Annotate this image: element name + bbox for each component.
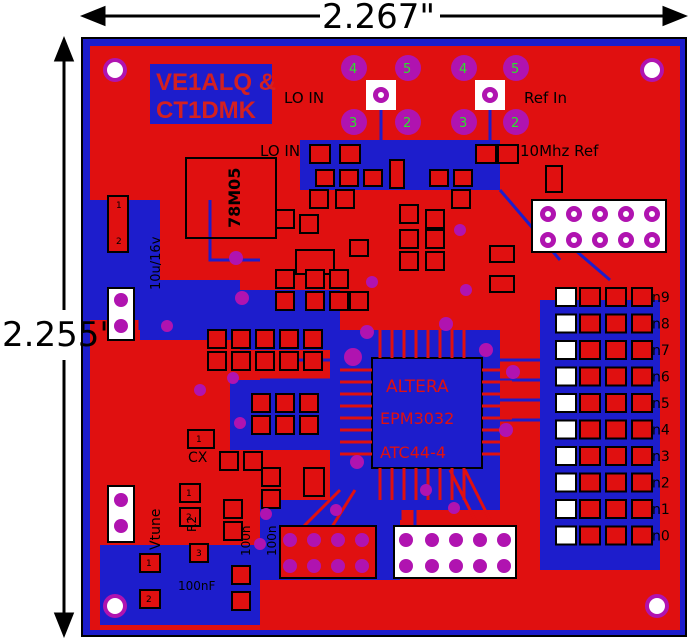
dip-switch-row: n9 xyxy=(555,287,670,307)
vtune-label: Vtune xyxy=(148,509,164,550)
dip-switch-row: n8 xyxy=(555,313,670,334)
r2-label: R2 xyxy=(185,516,199,532)
row-label: n4 xyxy=(652,423,670,439)
mounting-holes xyxy=(103,58,669,618)
svg-text:3: 3 xyxy=(196,549,202,559)
lo-in-sma: 4 5 3 2 xyxy=(341,55,421,135)
svg-text:5: 5 xyxy=(511,62,519,77)
row-label: n2 xyxy=(652,476,670,492)
c-label: 100n xyxy=(265,525,279,556)
smd-pad-numbers: 1 2 1 1 2 3 1 2 xyxy=(116,201,202,605)
row-label: n9 xyxy=(652,290,670,306)
svg-text:1: 1 xyxy=(146,559,152,569)
dip-switch-row: n6 xyxy=(555,366,670,387)
lo-in-conn-label: LO IN xyxy=(260,142,300,160)
dip-switch-row: n5 xyxy=(555,393,670,413)
chip-line-1: ALTERA xyxy=(386,377,449,397)
svg-text:4: 4 xyxy=(459,62,467,77)
dip-switch-row: n3 xyxy=(555,446,670,466)
dip-switch-rows: n9 n8 n7 n6 n5 n4 n3 n2 n1 n0 xyxy=(555,287,670,546)
bottom-headers xyxy=(279,525,517,579)
svg-text:1: 1 xyxy=(186,489,192,499)
regulator-outline xyxy=(185,157,277,239)
svg-text:2: 2 xyxy=(186,513,192,523)
cap-10u-label: 10u/16v xyxy=(149,236,164,290)
ref-in-sma: 4 5 3 2 xyxy=(451,55,529,135)
lo-in-label: LO IN xyxy=(284,89,324,107)
title-line-1: VE1ALQ & xyxy=(156,69,276,96)
svg-text:3: 3 xyxy=(459,116,467,131)
ref-in-label: Ref In xyxy=(524,89,567,107)
l1-label: 100nF xyxy=(178,579,216,593)
dip-switch-row: n4 xyxy=(555,419,670,440)
svg-text:5: 5 xyxy=(403,62,411,77)
svg-text:1: 1 xyxy=(196,435,202,445)
height-dimension-label: 2.255" xyxy=(2,315,115,355)
row-label: n5 xyxy=(652,396,670,412)
dip-switch-row: n7 xyxy=(555,340,670,360)
dip-switch-row: n1 xyxy=(555,499,670,519)
cpld-pins xyxy=(340,330,512,500)
svg-text:4: 4 xyxy=(349,62,357,77)
svg-text:2: 2 xyxy=(116,237,122,247)
dip-switch-row: n0 xyxy=(555,525,670,546)
row-label: n3 xyxy=(652,449,670,465)
ref10-label: 10Mhz Ref xyxy=(520,142,599,160)
height-dimension xyxy=(53,35,75,638)
svg-text:2: 2 xyxy=(146,595,152,605)
title-line-2: CT1DMK xyxy=(156,97,257,124)
row-label: n7 xyxy=(652,343,670,359)
svg-text:2: 2 xyxy=(511,116,519,131)
svg-text:1: 1 xyxy=(116,201,122,211)
svg-text:3: 3 xyxy=(349,116,357,131)
row-label: n0 xyxy=(652,529,670,545)
width-dimension-label: 2.267" xyxy=(322,0,435,37)
title-block xyxy=(150,64,272,124)
row-label: n8 xyxy=(652,317,670,333)
regulator-label: 78M05 xyxy=(225,168,244,228)
cx-label: CX xyxy=(188,450,208,466)
row-label: n6 xyxy=(652,370,670,386)
row-label: n1 xyxy=(652,502,670,518)
programming-header xyxy=(531,199,667,253)
dip-switch-row: n2 xyxy=(555,472,670,493)
cap-10u xyxy=(107,195,129,253)
c100n-label: 100n xyxy=(239,525,253,556)
svg-text:2: 2 xyxy=(403,116,411,131)
chip-line-2: EPM3032 xyxy=(380,409,454,428)
width-dimension xyxy=(79,5,688,27)
smd-pads xyxy=(139,144,563,611)
chip-line-3: ATC44-4 xyxy=(380,443,446,462)
